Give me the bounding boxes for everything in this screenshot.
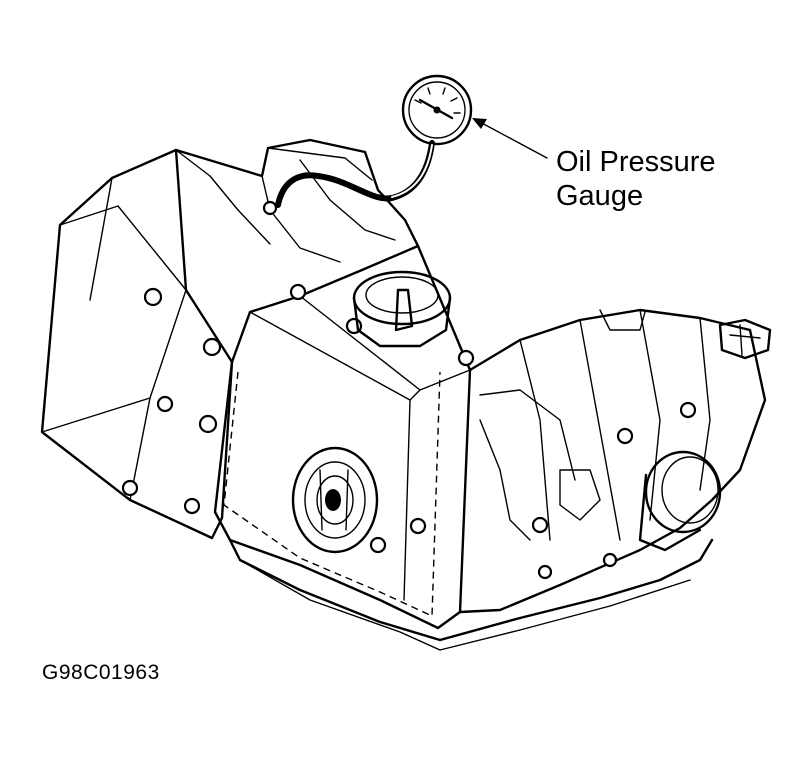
input-shaft-hub xyxy=(291,446,379,554)
figure-id: G98C01963 xyxy=(42,661,160,684)
oil-pressure-gauge-label: Oil Pressure Gauge xyxy=(556,145,716,213)
electrical-connector xyxy=(718,318,772,360)
oil-pressure-gauge xyxy=(401,74,473,146)
callout-arrow xyxy=(472,118,548,159)
callout-line-2: Gauge xyxy=(556,180,644,212)
transmission-case xyxy=(40,138,772,651)
side-cover xyxy=(638,450,722,552)
case-bolts xyxy=(121,200,697,580)
callout-line-1: Oil Pressure xyxy=(556,146,716,178)
top-filler-cap xyxy=(352,270,452,348)
